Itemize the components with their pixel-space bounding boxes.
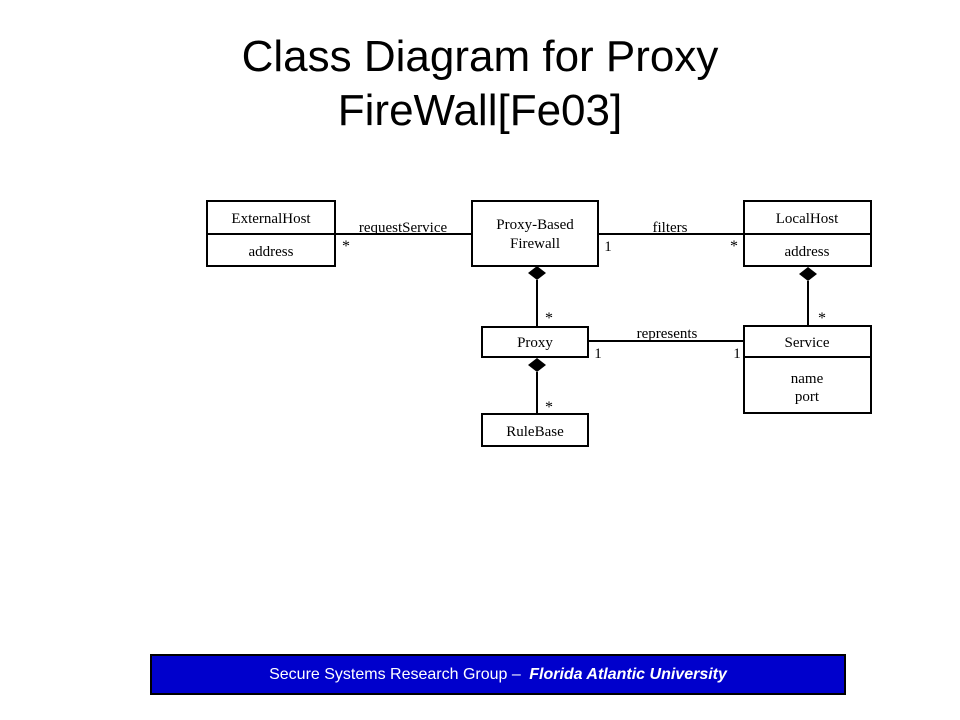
service-name: Service <box>785 335 830 351</box>
mult-request-service-external: * <box>342 238 350 255</box>
mult-proxy-rulebase: * <box>545 399 553 416</box>
title-line-1: Class Diagram for Proxy <box>241 32 719 81</box>
localhost-attribute: address <box>785 244 830 260</box>
title-line-2: FireWall[Fe03] <box>337 86 623 135</box>
mult-localhost-service: * <box>818 310 826 327</box>
class-localhost <box>743 200 872 267</box>
label-filters: filters <box>653 220 688 236</box>
class-proxy-based-firewall <box>471 200 599 267</box>
firewall-name-line-1: Proxy-Based <box>496 217 574 233</box>
footer-group: Secure Systems Research Group – <box>269 665 526 683</box>
class-service <box>743 325 872 414</box>
label-represents: represents <box>637 326 698 342</box>
mult-firewall-proxy: * <box>545 310 553 327</box>
slide-title: Class Diagram for Proxy FireWall[Fe03] <box>0 30 960 138</box>
service-attribute-2: port <box>795 389 820 405</box>
composition-diamond-proxy <box>528 358 546 372</box>
mult-represents-service: 1 <box>733 346 741 362</box>
mult-filters-localhost: * <box>730 238 738 255</box>
externalhost-name: ExternalHost <box>231 211 311 227</box>
class-rulebase <box>481 413 589 447</box>
footer-banner: Secure Systems Research Group – Florida … <box>150 654 846 695</box>
mult-filters-firewall: 1 <box>604 239 612 255</box>
class-externalhost <box>206 200 336 267</box>
class-proxy <box>481 326 589 358</box>
localhost-name: LocalHost <box>776 211 839 227</box>
composition-diamond-firewall <box>528 266 546 280</box>
composition-diamond-localhost <box>799 267 817 281</box>
label-request-service: requestService <box>359 220 448 236</box>
service-attribute-1: name <box>791 371 824 387</box>
firewall-name-line-2: Firewall <box>510 236 560 252</box>
footer-university: Florida Atlantic University <box>529 665 727 683</box>
proxy-name: Proxy <box>517 335 553 351</box>
externalhost-attribute: address <box>249 244 294 260</box>
rulebase-name: RuleBase <box>506 424 564 440</box>
mult-represents-proxy: 1 <box>594 346 602 362</box>
